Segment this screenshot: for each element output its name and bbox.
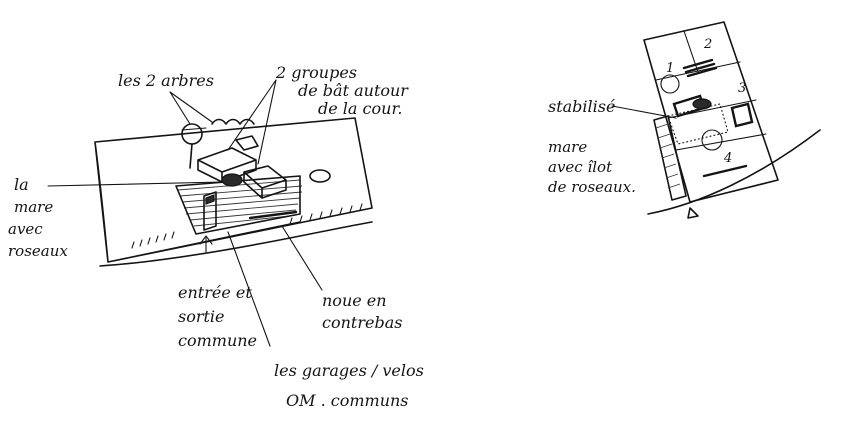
stabilised-zone <box>667 103 729 145</box>
leader-groups <box>227 79 277 165</box>
courtyard-outline <box>175 175 301 235</box>
building-group-2 <box>243 165 287 199</box>
pond-mark <box>221 173 243 187</box>
building-hatch-top <box>682 58 718 78</box>
leader-garages <box>227 231 271 347</box>
courtyard-hatch <box>177 179 303 227</box>
label-pond-1: la <box>14 175 29 194</box>
label-garages-2: OM . communs <box>286 391 409 410</box>
leader-entry <box>199 235 213 253</box>
label-entry-2: sortie <box>178 307 225 326</box>
plot-number-4: 4 <box>723 151 732 166</box>
label-garages-1: les garages / velos <box>274 361 424 380</box>
label-pond-2: mare <box>14 198 53 216</box>
tree-2-canopy <box>211 118 255 125</box>
entry-structure <box>203 191 217 231</box>
label-bank-1: noue en <box>322 291 387 310</box>
plan-pond <box>692 98 712 110</box>
ground-plane <box>94 117 373 263</box>
label-right-pond-2: avec îlot <box>548 158 613 176</box>
label-trees: les 2 arbres <box>118 71 214 90</box>
ground-ticks <box>131 203 363 249</box>
ditch-bar <box>248 210 298 220</box>
label-entry-1: entrée et <box>178 283 252 302</box>
leader-stabilise <box>611 105 677 119</box>
entry-marker <box>205 194 215 205</box>
building-small <box>235 135 259 151</box>
leader-pond <box>47 181 223 187</box>
building-hatch-side <box>730 102 754 128</box>
plan-bottom-bar <box>702 164 748 178</box>
tree-1-trunk <box>189 143 193 169</box>
terrain-curve <box>647 129 821 215</box>
horizon-line <box>99 221 373 267</box>
label-stabilise: stabilisé <box>548 97 615 116</box>
label-bank-2: contrebas <box>322 313 402 332</box>
leader-trees <box>169 91 213 125</box>
leader-bank <box>281 225 323 291</box>
label-pond-4: roseaux <box>8 242 68 260</box>
plot-number-3: 3 <box>738 81 746 96</box>
label-groups-2: de bât autour <box>298 81 409 100</box>
pond-right <box>309 169 331 183</box>
label-pond-3: avec <box>8 220 43 238</box>
left-site-perspective <box>47 79 373 347</box>
access-strip <box>653 115 687 201</box>
plot-number-1: 1 <box>666 61 674 76</box>
label-groups-1: 2 groupes <box>275 63 357 82</box>
access-hatch <box>655 123 681 189</box>
tree-dash <box>181 127 207 131</box>
label-entry-3: commune <box>178 331 257 350</box>
label-right-pond-1: mare <box>548 138 587 156</box>
plan-divisions <box>655 30 767 151</box>
plot-number-2: 2 <box>703 37 712 52</box>
plot-4-circle <box>701 129 723 151</box>
label-groups-3: de la cour. <box>318 99 402 118</box>
plot-1-circle <box>660 74 680 94</box>
right-site-plan <box>611 21 821 219</box>
label-right-pond-3: de roseaux. <box>548 178 636 196</box>
entry-triangle-icon <box>687 207 699 219</box>
